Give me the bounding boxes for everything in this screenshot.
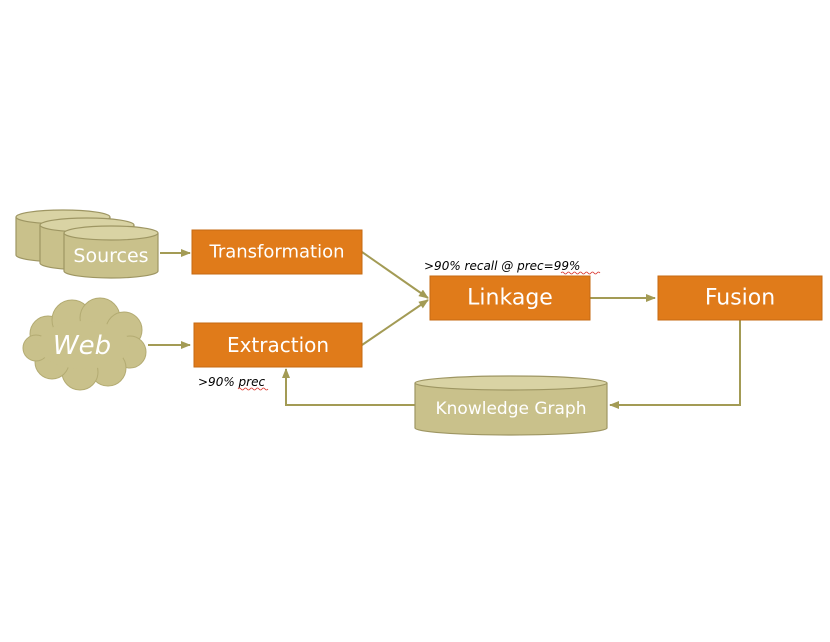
extraction-annotation: >90% prec	[198, 375, 265, 389]
arrow-knowledge-graph-to-extraction	[282, 368, 415, 406]
arrow-extraction-to-linkage	[361, 299, 429, 346]
linkage-annotation: >90% recall @ prec=99%	[424, 259, 580, 273]
web-cloud-icon: Web	[22, 297, 147, 391]
extraction-box: Extraction	[193, 322, 363, 368]
sources-label: Sources	[73, 245, 148, 267]
linkage-box: Linkage	[429, 275, 591, 321]
extraction-label: Extraction	[227, 333, 329, 357]
web-label: Web	[53, 331, 111, 361]
database-cylinder-front	[63, 225, 159, 279]
knowledge-graph-label: Knowledge Graph	[436, 399, 587, 419]
linkage-annotation-spellcheck-underline	[560, 271, 601, 275]
transformation-label: Transformation	[208, 242, 344, 263]
arrow-transformation-to-linkage	[361, 251, 429, 299]
sources-database-stack-icon: Sources	[15, 209, 159, 279]
knowledge-graph-database-cylinder-icon: Knowledge Graph	[414, 375, 608, 436]
connectors	[148, 249, 741, 409]
linkage-label: Linkage	[467, 286, 553, 311]
fusion-box: Fusion	[657, 275, 823, 321]
extraction-annotation-spellcheck-underline	[237, 387, 269, 391]
fusion-label: Fusion	[705, 286, 775, 311]
transformation-box: Transformation	[191, 229, 363, 275]
arrow-fusion-to-knowledge-graph	[609, 320, 741, 409]
